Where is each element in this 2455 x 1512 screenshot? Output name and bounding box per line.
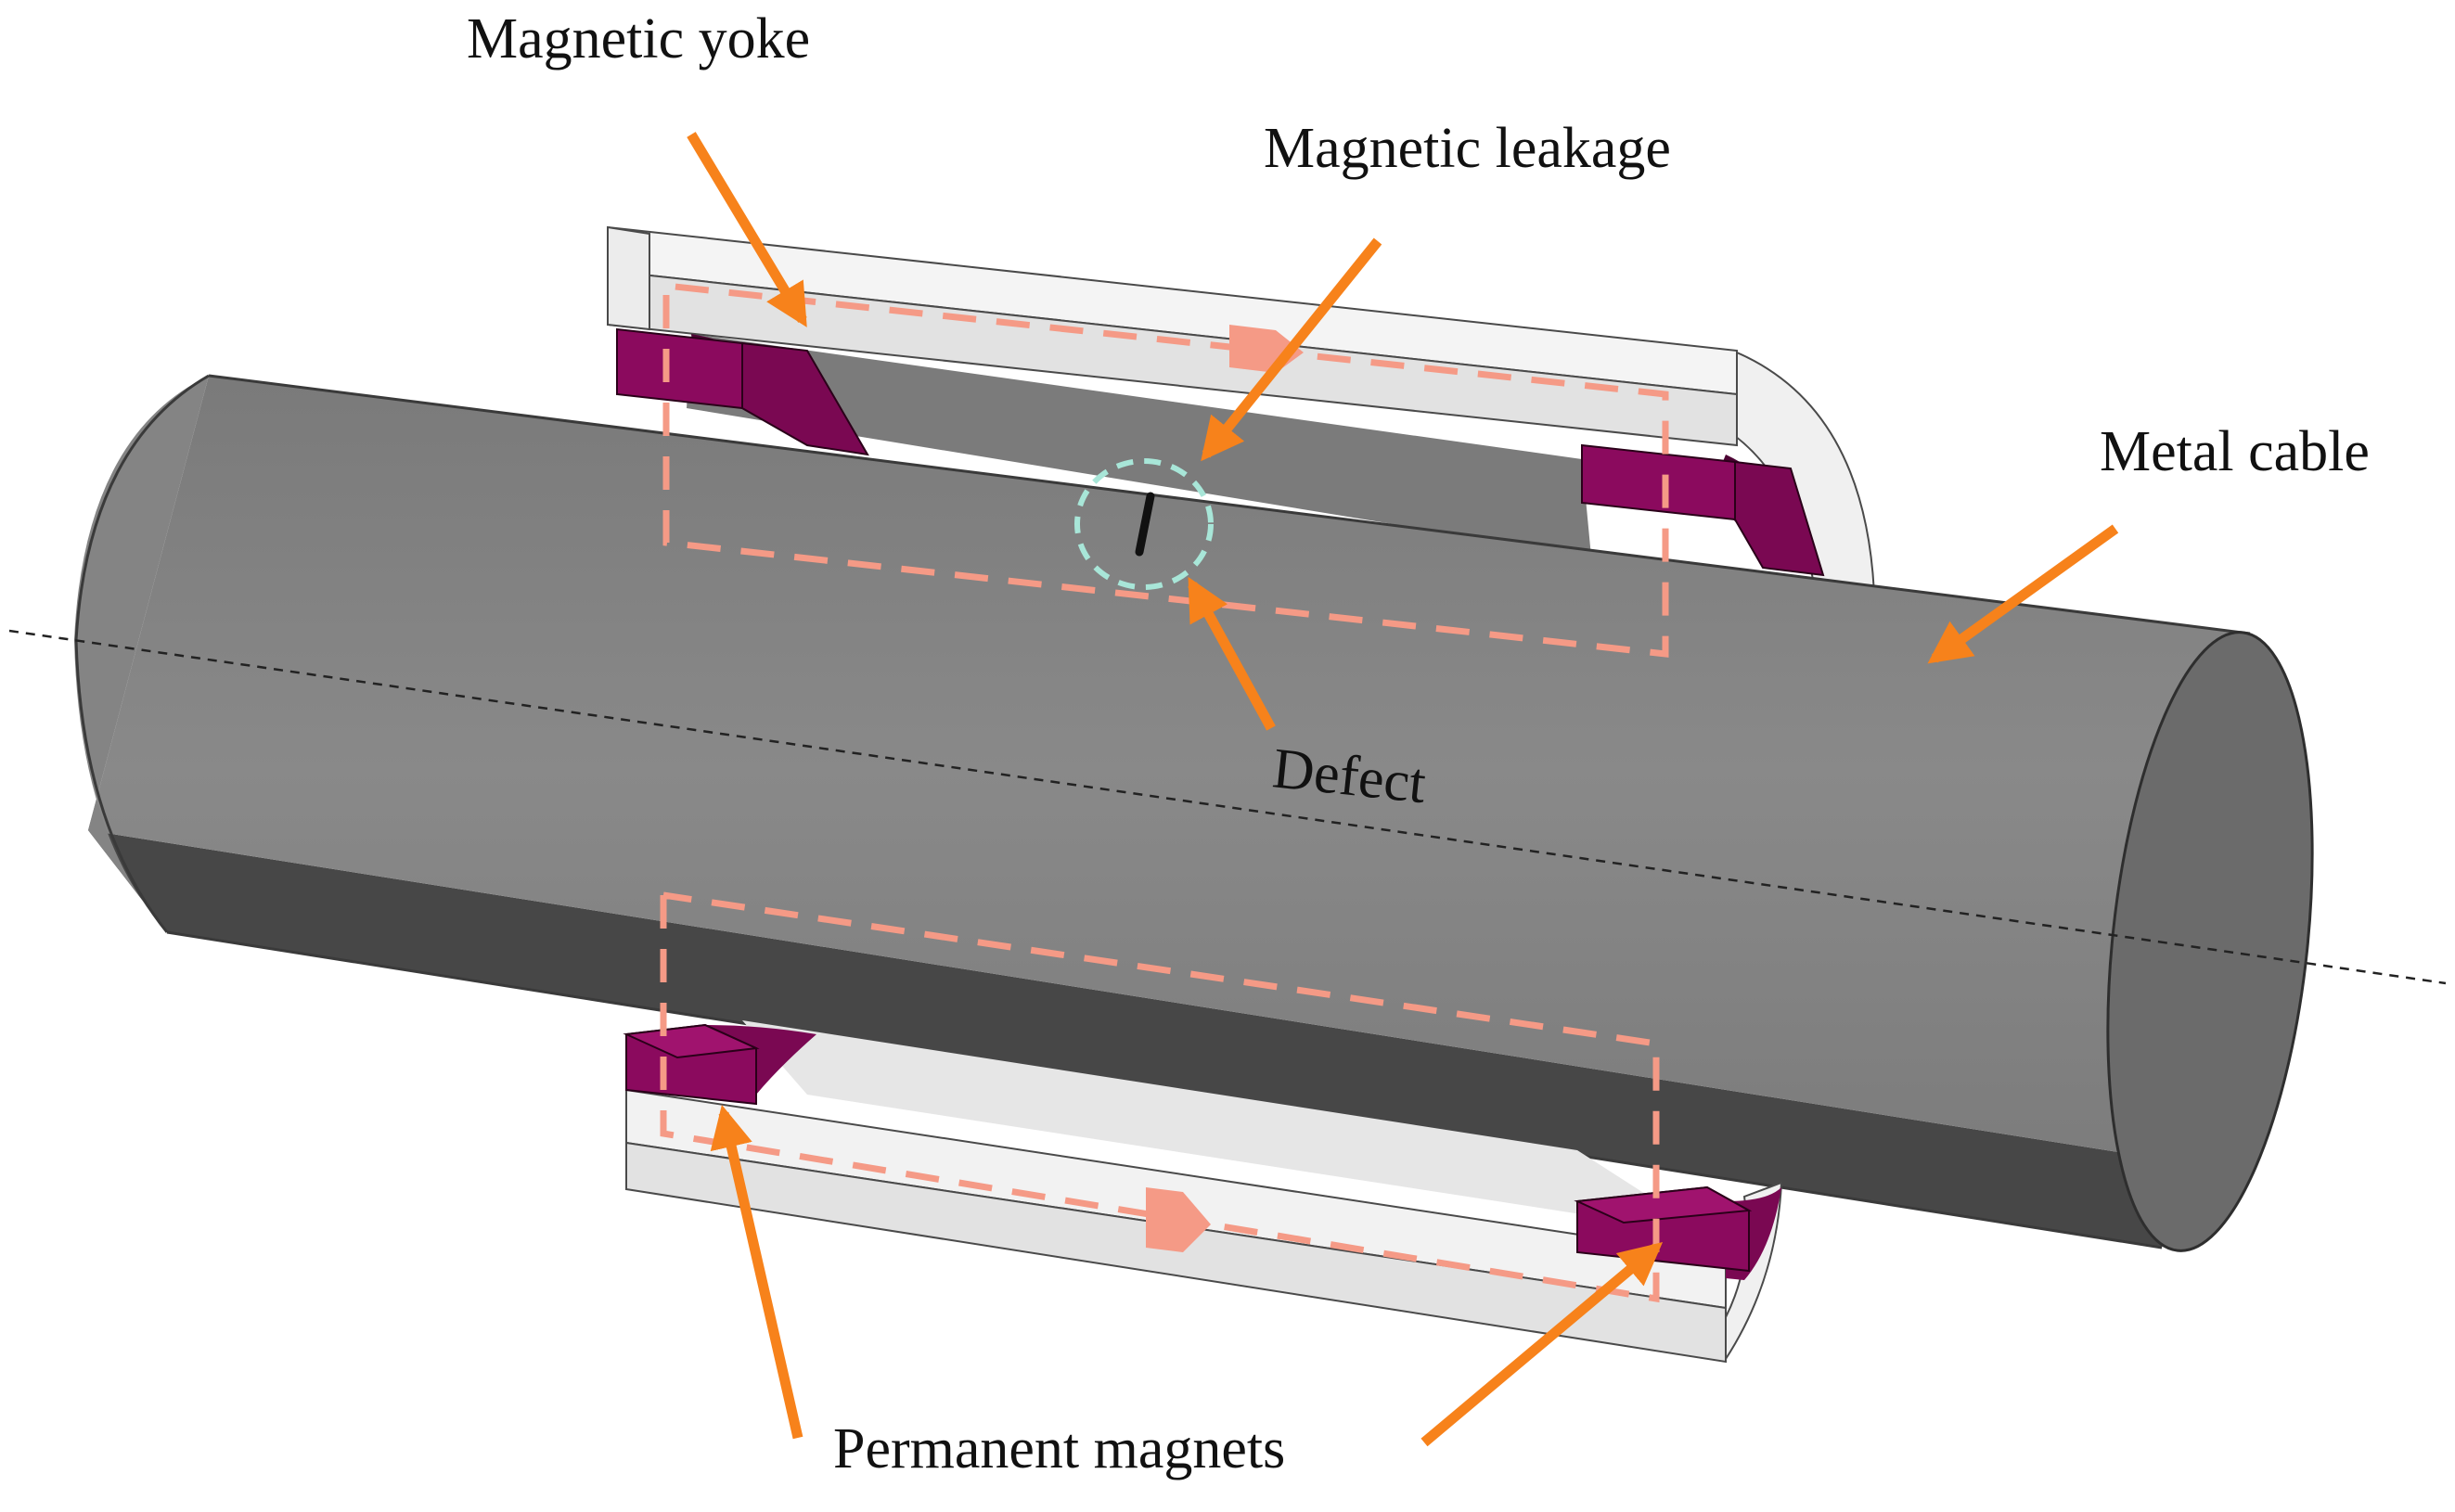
label-magnetic-leakage: Magnetic leakage [1264,117,1671,180]
cable-body [88,376,2250,1164]
labels: Magnetic yoke Magnetic leakage Metal cab… [467,7,2370,1480]
callout-arrows [687,132,2119,1447]
defect-ring [1074,458,1214,590]
metal-cable [74,374,2314,1252]
arrow-permanent-magnet-right [1420,1242,1664,1447]
upper-yoke-cavity [687,334,1591,557]
upper-magnet-right [1581,443,1825,577]
lower-magnet-left [623,1023,816,1106]
label-metal-cable: Metal cable [2100,420,2370,483]
defect-mark [1135,492,1155,557]
arrow-magnetic-leakage [1201,237,1382,462]
cable-lower-side [88,830,2194,1248]
label-magnetic-yoke: Magnetic yoke [467,7,810,70]
cable-left-end [74,376,209,932]
arrow-defect [1188,576,1276,731]
arrow-metal-cable [1927,524,2119,664]
arrow-magnetic-yoke [687,132,807,327]
lower-yoke-cavity [742,1020,1707,1234]
lower-flux-path [660,891,1660,1303]
label-permanent-magnets: Permanent magnets [833,1417,1285,1480]
arrow-permanent-magnet-left [710,1104,803,1440]
lower-flux-arrow [1146,1187,1211,1252]
defect [1074,458,1214,590]
upper-yoke-left-cap [607,225,650,331]
cable-end-face [2106,631,2314,1252]
upper-yoke [607,225,1876,596]
lower-yoke-front-face [625,1141,1727,1364]
upper-magnet-left [616,327,869,456]
